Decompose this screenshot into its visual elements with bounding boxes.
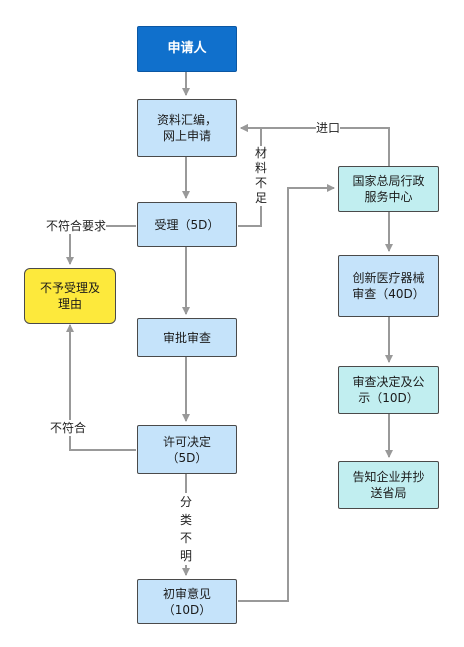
node-initial-opinion: 初审意见 （10D）: [137, 579, 237, 624]
node-license-decision: 许可决定 （5D）: [137, 425, 237, 474]
node-approval-review: 审批审查: [137, 318, 237, 357]
label-unclear-class: 分类不明: [178, 493, 194, 565]
label-import: 进口: [316, 120, 341, 136]
label-not-meet-requirements: 不符合要求: [46, 218, 107, 234]
label-insufficient-material: 材料不足: [253, 146, 269, 206]
label-not-meet: 不符合: [50, 420, 87, 436]
node-review-publicity: 审查决定及公 示（10D）: [338, 366, 439, 414]
node-acceptance: 受理（5D）: [137, 202, 237, 247]
node-national-center: 国家总局行政 服务中心: [338, 166, 439, 212]
node-no-accept: 不予受理及 理由: [24, 268, 116, 324]
node-innovation-review: 创新医疗器械 审查（40D）: [338, 255, 439, 317]
node-material-submit: 资料汇编， 网上申请: [137, 99, 237, 157]
node-applicant: 申请人: [137, 26, 237, 72]
node-notify: 告知企业并抄 送省局: [338, 461, 439, 509]
edge-initial-to-center: [238, 184, 335, 602]
